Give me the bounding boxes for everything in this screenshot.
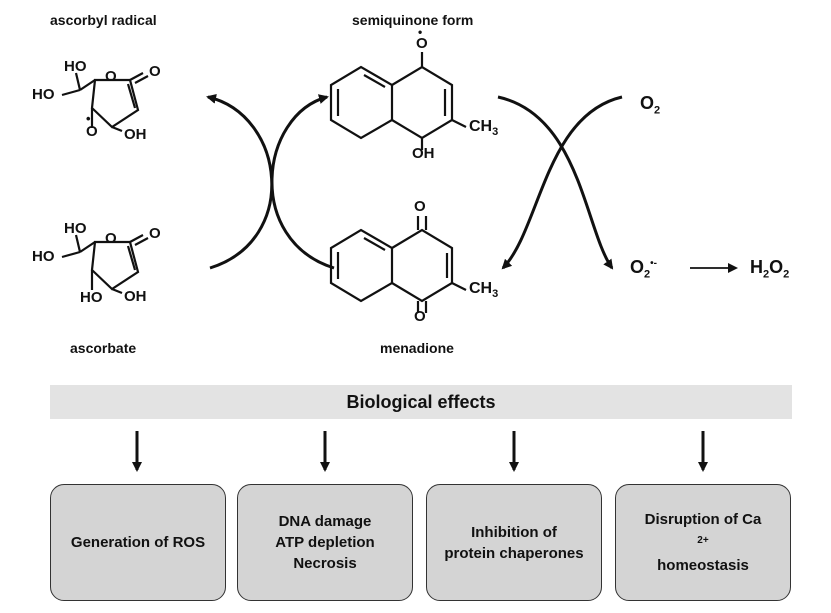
atom-label: O (105, 68, 117, 85)
atom-label: OH (412, 145, 435, 162)
atom-label: HO (80, 289, 103, 306)
atom-label: O (105, 230, 117, 247)
atom-label: O (149, 225, 161, 242)
atom-label: HO (32, 248, 55, 265)
effect-box-dna-damage: DNA damage ATP depletion Necrosis (237, 484, 413, 601)
oxygen-label: O2 (640, 93, 661, 117)
atom-label: O (149, 63, 161, 80)
methyl-group: CH3 (469, 280, 499, 301)
semiquinone-to-superoxide-arrow (497, 95, 614, 270)
atom-label: O (416, 35, 428, 52)
atom-label: HO (32, 86, 55, 103)
menadione-structure (329, 216, 467, 313)
radical-dot: • (86, 111, 91, 126)
biological-effects-title: Biological effects (346, 391, 496, 412)
ascorbyl-radical-label: ascorbyl radical (50, 12, 157, 28)
effect-box-chaperones: Inhibition of protein chaperones (426, 484, 602, 601)
methyl-group: CH3 (469, 118, 499, 139)
effect-text: homeostasis (657, 557, 749, 574)
superoxide-label: O2•- (630, 257, 657, 281)
effect-text: protein chaperones (444, 544, 584, 562)
atom-label: OH (124, 126, 147, 143)
hydrogen-peroxide-label: H2O2 (750, 257, 790, 281)
semiquinone-to-menadione-arrow (270, 94, 335, 270)
ascorbate-to-radical-arrow (206, 93, 274, 270)
effect-box-ros: Generation of ROS (50, 484, 226, 601)
atom-label: O (86, 123, 98, 140)
semiquinone-structure (329, 52, 467, 150)
ascorbyl-radical-structure (61, 72, 149, 133)
biological-effects-header: Biological effects (50, 385, 792, 419)
effect-text: Inhibition of (471, 523, 557, 541)
radical-dot: • (418, 25, 423, 39)
effect-text: Necrosis (293, 555, 357, 572)
atom-label: HO (64, 220, 87, 237)
effect-text: DNA damage (278, 513, 372, 530)
atom-label: OH (124, 288, 147, 305)
ascorbate-structure (61, 234, 149, 295)
effect-text: Generation of ROS (70, 534, 206, 551)
effect-arrows (132, 431, 708, 472)
atom-label: O (414, 308, 426, 325)
semiquinone-label: semiquinone form (352, 12, 474, 28)
effect-text: ATP depletion (275, 534, 375, 551)
ascorbate-label: ascorbate (70, 340, 137, 356)
menadione-label: menadione (380, 340, 454, 356)
atom-label: O (414, 198, 426, 215)
atom-label: HO (64, 58, 87, 75)
oxygen-to-menadione-arrow (501, 95, 623, 270)
